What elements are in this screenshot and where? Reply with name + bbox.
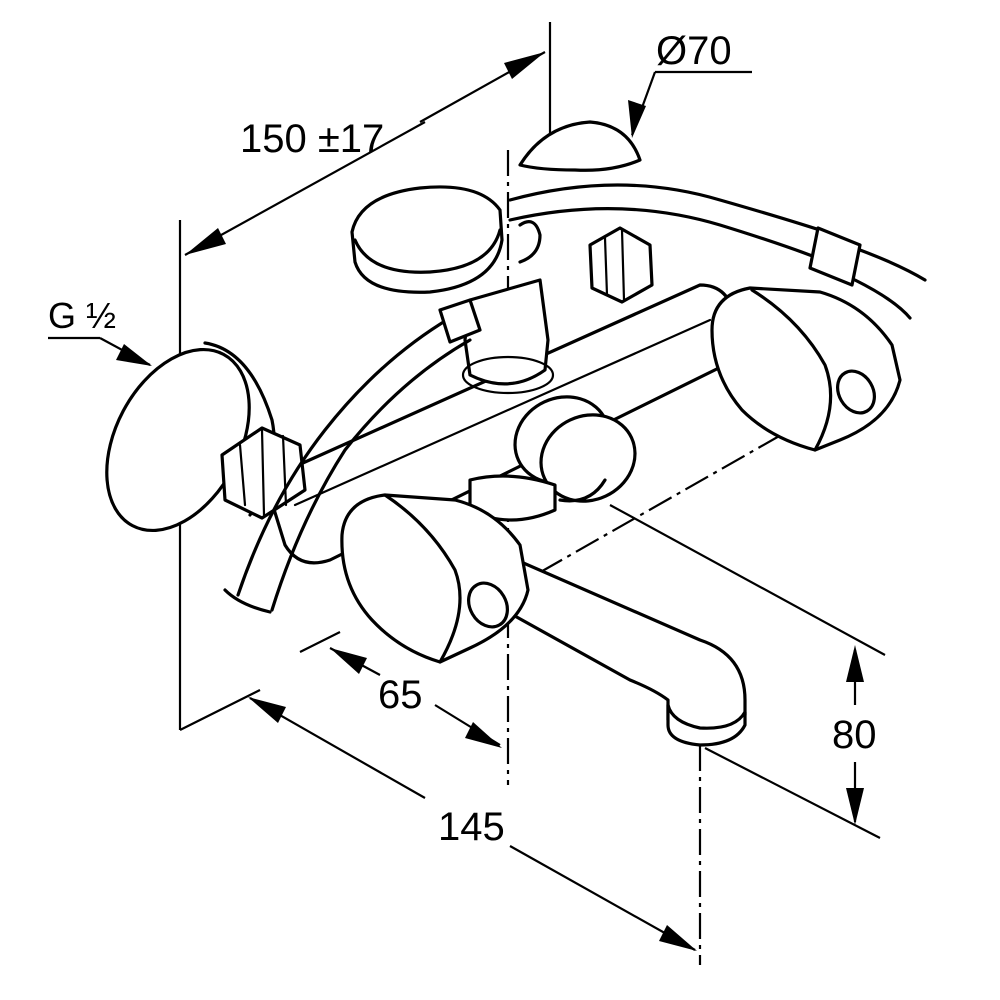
dimension-label-diameter: Ø70 [656,29,732,73]
dimension-label-offset: 65 [378,673,423,717]
dimension-label-thread: G ½ [48,295,116,336]
right-handle [710,286,902,452]
right-union-nut [588,226,654,304]
dimension-80 [846,645,864,825]
shower-hose [223,183,927,614]
dimension-label-spread: 150 ±17 [240,117,384,161]
hand-shower-head [350,185,542,294]
dimension-label-projection: 145 [438,805,505,849]
right-wall-rosette [518,120,642,172]
bath-spout [493,553,747,747]
dimension-145 [248,697,697,951]
shower-outlet-neck [461,278,557,522]
dimension-70-leader [628,70,752,138]
left-handle [340,493,530,664]
diverter-knob [513,395,637,503]
dimension-label-height: 80 [832,713,877,757]
dimension-150 [184,51,546,256]
dimension-65 [329,647,502,748]
left-union-nut [220,426,307,520]
dimension-g-leader [48,336,152,366]
